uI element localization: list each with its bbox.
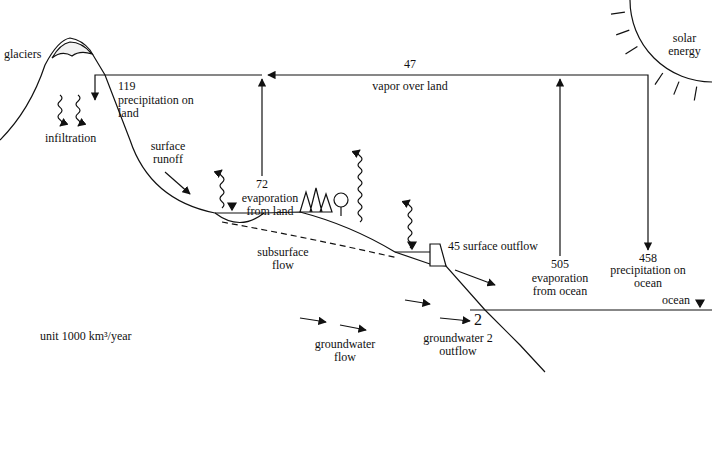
label: infiltration <box>45 132 96 145</box>
sun-ray <box>674 82 679 95</box>
groundwater-arrow <box>300 318 326 322</box>
wavy-arrow <box>58 95 62 126</box>
label: 72 <box>247 178 277 191</box>
surface-outflow-arrow <box>455 270 495 285</box>
label: solar energy <box>662 32 707 58</box>
evaporation-land-arrow <box>261 79 262 176</box>
sun-ray <box>611 12 625 14</box>
label: glaciers <box>4 48 41 61</box>
ocean-surface <box>470 309 712 310</box>
wavy-arrows <box>58 95 412 248</box>
subsurface-flow-line <box>222 222 398 258</box>
reservoir-surface <box>395 251 430 252</box>
terrain-profile <box>0 38 545 372</box>
tree-trunk <box>340 207 341 216</box>
label: groundwater 2 outflow <box>422 332 494 358</box>
label: vapor over land <box>360 80 460 93</box>
trees <box>300 188 332 212</box>
label: 45 surface outflow <box>448 240 538 253</box>
label: 119 <box>118 80 136 93</box>
precipitation-ocean-arrow <box>560 75 648 250</box>
label: unit 1000 km³/year <box>40 330 132 343</box>
dam <box>430 244 446 266</box>
water-level-mark <box>228 203 236 210</box>
water-level-mark <box>696 300 704 307</box>
groundwater-outflow-arrow <box>440 318 470 321</box>
label: 2 <box>474 311 482 329</box>
groundwater-arrow <box>340 325 366 330</box>
label: groundwater flow <box>305 338 385 364</box>
label: surface runoff <box>145 140 191 166</box>
label: evaporation from land <box>232 192 308 218</box>
label: subsurface flow <box>250 246 316 272</box>
evaporation-ocean-arrow <box>559 79 560 256</box>
wavy-arrow <box>408 200 412 248</box>
glacier-cap <box>52 42 92 58</box>
wavy-arrow <box>76 95 80 126</box>
tree-crown <box>334 193 348 207</box>
wavy-arrow <box>220 170 224 208</box>
sun-ray <box>694 87 696 101</box>
sun-ray <box>655 73 663 85</box>
label: precipitation on ocean <box>608 264 688 290</box>
sun-arc <box>630 0 712 82</box>
vapor-transport-arrow <box>268 74 560 75</box>
label: ocean <box>662 294 690 307</box>
wavy-arrow <box>358 150 362 222</box>
sun-ray <box>616 30 629 35</box>
label: 47 <box>395 58 425 71</box>
sun-ray <box>626 47 638 55</box>
groundwater-arrow <box>405 300 430 304</box>
label: 505 <box>545 258 575 271</box>
label: precipitation on land <box>118 94 198 120</box>
label: evaporation from ocean <box>520 272 600 298</box>
runoff-arrow <box>165 172 190 194</box>
